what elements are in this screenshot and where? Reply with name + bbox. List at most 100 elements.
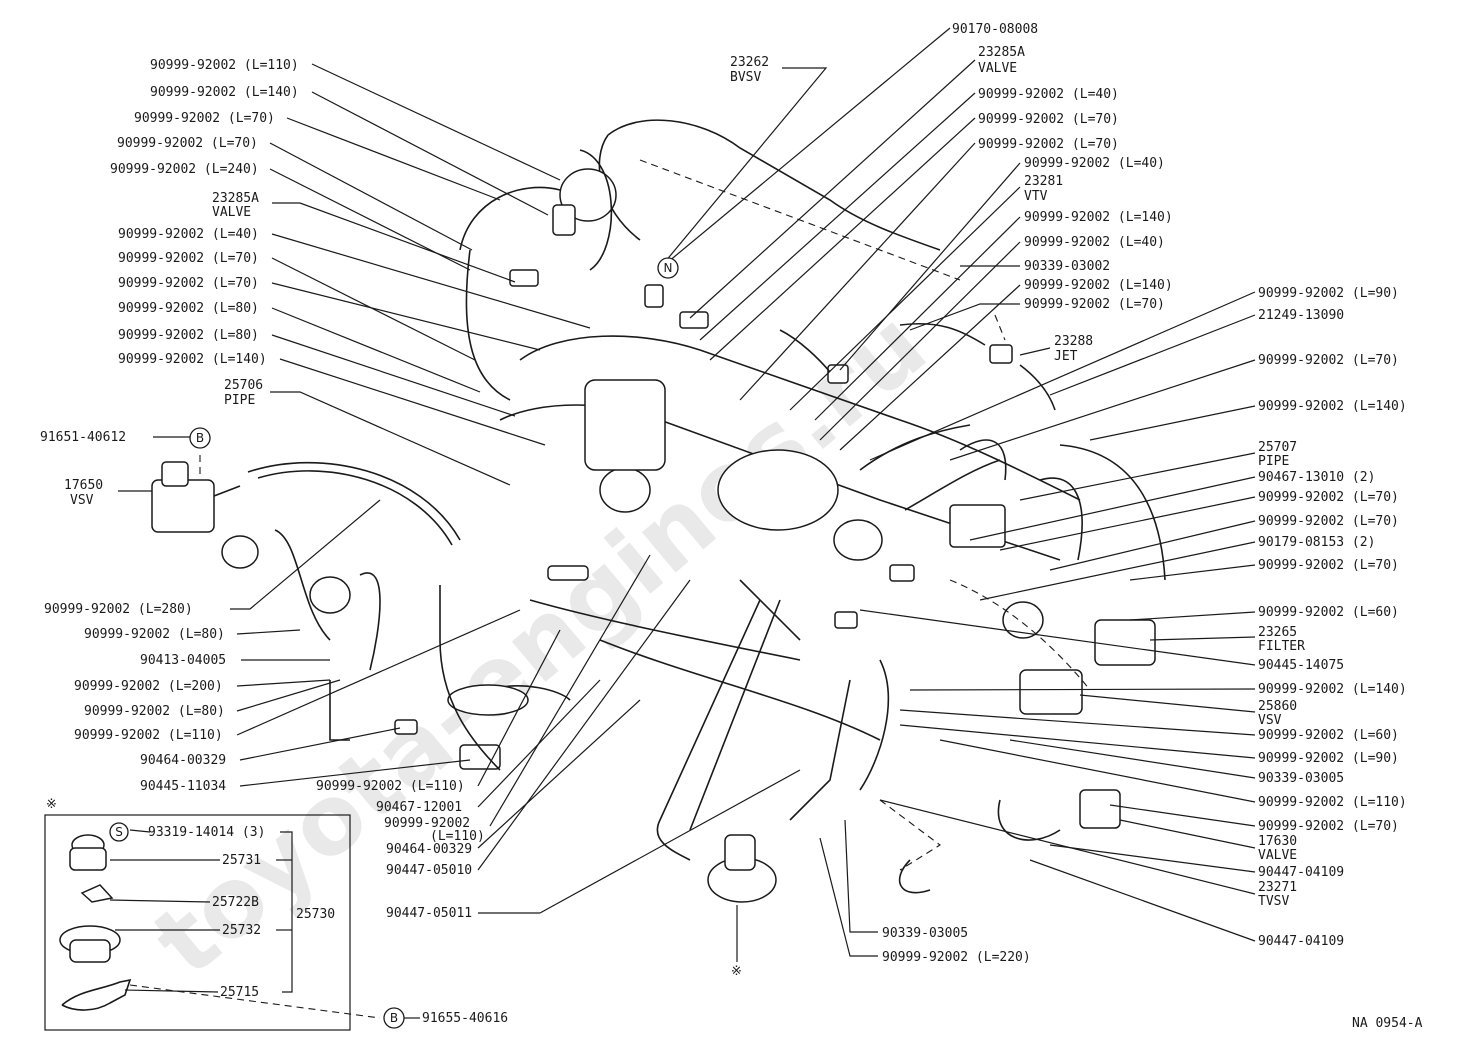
label-top-11: 90999-92002 (L=140): [1024, 278, 1173, 293]
right-labels: 90999-92002 (L=90) 21249-13090 90999-920…: [1258, 286, 1407, 949]
label-right-9: 90999-92002 (L=70): [1258, 558, 1399, 573]
label-right-13: 90999-92002 (L=140): [1258, 682, 1407, 697]
label-right-2: 90999-92002 (L=70): [1258, 353, 1399, 368]
right-callouts: [859, 291, 1256, 942]
label-right-11b: FILTER: [1258, 639, 1305, 654]
label-top-2b: VALVE: [978, 61, 1017, 76]
label-top-2: 23285A: [978, 45, 1025, 60]
top-callouts: [659, 27, 1051, 451]
label-top-4: 90999-92002 (L=70): [978, 112, 1119, 127]
inset-label-25731: 25731: [222, 853, 261, 868]
label-top-13b: JET: [1054, 349, 1078, 364]
label-right-16: 90999-92002 (L=90): [1258, 751, 1399, 766]
left-labels: 90999-92002 (L=110) 90999-92002 (L=140) …: [40, 58, 299, 794]
circle-s-marker: S: [115, 825, 123, 839]
label-left-1: 90999-92002 (L=140): [150, 85, 299, 100]
label-top-8: 90999-92002 (L=140): [1024, 210, 1173, 225]
left-callouts: [118, 63, 591, 787]
label-top-0: 23262: [730, 55, 769, 70]
label-right-8: 90179-08153 (2): [1258, 535, 1375, 550]
label-right-4b: PIPE: [1258, 454, 1289, 469]
label-top-12: 90999-92002 (L=70): [1024, 297, 1165, 312]
label-left-18: 90999-92002 (L=200): [74, 679, 223, 694]
label-left-4: 90999-92002 (L=240): [110, 162, 259, 177]
label-left-20: 90999-92002 (L=110): [74, 728, 223, 743]
engine-illustration: [151, 119, 1166, 903]
label-right-18: 90999-92002 (L=110): [1258, 795, 1407, 810]
label-top-3: 90999-92002 (L=40): [978, 87, 1119, 102]
inset-label-25732: 25732: [222, 923, 261, 938]
label-left-19: 90999-92002 (L=80): [84, 704, 225, 719]
label-right-4: 25707: [1258, 440, 1297, 455]
label-top-7: 23281: [1024, 174, 1063, 189]
label-left-2: 90999-92002 (L=70): [134, 111, 275, 126]
top-labels: 23262 BVSV N 90170-08008 23285A VALVE 90…: [657, 22, 1173, 364]
label-right-3: 90999-92002 (L=140): [1258, 399, 1407, 414]
label-top-7b: VTV: [1024, 189, 1048, 204]
label-left-3: 90999-92002 (L=70): [117, 136, 258, 151]
label-left-12: 25706: [224, 378, 263, 393]
label-top-5: 90999-92002 (L=70): [978, 137, 1119, 152]
label-left-0: 90999-92002 (L=110): [150, 58, 299, 73]
label-right-10: 90999-92002 (L=60): [1258, 605, 1399, 620]
circle-n-marker: N: [664, 261, 673, 275]
bottom-labels: 90999-92002 (L=110) 90467-12001 90999-92…: [316, 779, 1031, 979]
label-right-20b: VALVE: [1258, 848, 1297, 863]
inset-box: ※: [44, 797, 381, 1031]
label-bottom-5: 90447-05011: [386, 906, 472, 921]
label-top-9: 90999-92002 (L=40): [1024, 235, 1165, 250]
label-bottom-4: 90447-05010: [386, 863, 472, 878]
label-left-11: 90999-92002 (L=140): [118, 352, 267, 367]
label-bottom-7: 90999-92002 (L=220): [882, 950, 1031, 965]
inset-label-25715: 25715: [220, 985, 259, 1000]
label-right-7: 90999-92002 (L=70): [1258, 514, 1399, 529]
label-top-1: 90170-08008: [952, 22, 1038, 37]
bottom-callouts: [477, 554, 878, 962]
inset-label-91655-40616: 91655-40616: [422, 1011, 508, 1026]
label-bottom-3: 90464-00329: [386, 842, 472, 857]
label-right-1: 21249-13090: [1258, 308, 1344, 323]
label-left-12b: PIPE: [224, 393, 255, 408]
diagram-code: NA 0954-A: [1352, 1016, 1423, 1031]
label-left-14: 17650: [64, 478, 103, 493]
label-right-14: 25860: [1258, 699, 1297, 714]
label-right-11: 23265: [1258, 625, 1297, 640]
circle-b-marker-top: B: [196, 431, 204, 445]
inset-label-25730: 25730: [296, 907, 335, 922]
inset-labels: S 93319-14014 (3) 25731 25722B 25730 257…: [109, 822, 508, 1029]
label-bottom-2b: (L=110): [430, 829, 485, 844]
label-left-22: 90445-11034: [140, 779, 226, 794]
label-left-6: 90999-92002 (L=40): [118, 227, 259, 242]
label-left-7: 90999-92002 (L=70): [118, 251, 259, 266]
label-right-5: 90467-13010 (2): [1258, 470, 1375, 485]
label-right-22: 23271: [1258, 880, 1297, 895]
label-right-23: 90447-04109: [1258, 934, 1344, 949]
label-bottom-1: 90467-12001: [376, 800, 462, 815]
label-right-17: 90339-03005: [1258, 771, 1344, 786]
label-left-15: 90999-92002 (L=280): [44, 602, 193, 617]
label-left-21: 90464-00329: [140, 753, 226, 768]
label-left-5b: VALVE: [212, 205, 251, 220]
label-right-14b: VSV: [1258, 713, 1282, 728]
label-left-14b: VSV: [70, 493, 94, 508]
label-left-16: 90999-92002 (L=80): [84, 627, 225, 642]
label-top-10: 90339-03002: [1024, 259, 1110, 274]
label-bottom-6: 90339-03005: [882, 926, 968, 941]
inset-label-25722b: 25722B: [212, 895, 259, 910]
label-left-17: 90413-04005: [140, 653, 226, 668]
label-left-10: 90999-92002 (L=80): [118, 328, 259, 343]
circle-b-marker-bottom: B: [390, 1011, 398, 1025]
label-bottom-0: 90999-92002 (L=110): [316, 779, 465, 794]
label-left-5: 23285A: [212, 191, 259, 206]
inset-star-mark: ※: [46, 797, 57, 812]
label-top-0b: BVSV: [730, 70, 761, 85]
label-bottom-2: 90999-92002: [384, 816, 470, 831]
label-right-0: 90999-92002 (L=90): [1258, 286, 1399, 301]
label-right-19: 90999-92002 (L=70): [1258, 819, 1399, 834]
label-left-9: 90999-92002 (L=80): [118, 301, 259, 316]
label-left-13: 91651-40612: [40, 430, 126, 445]
label-top-13: 23288: [1054, 334, 1093, 349]
label-right-21: 90447-04109: [1258, 865, 1344, 880]
label-right-6: 90999-92002 (L=70): [1258, 490, 1399, 505]
